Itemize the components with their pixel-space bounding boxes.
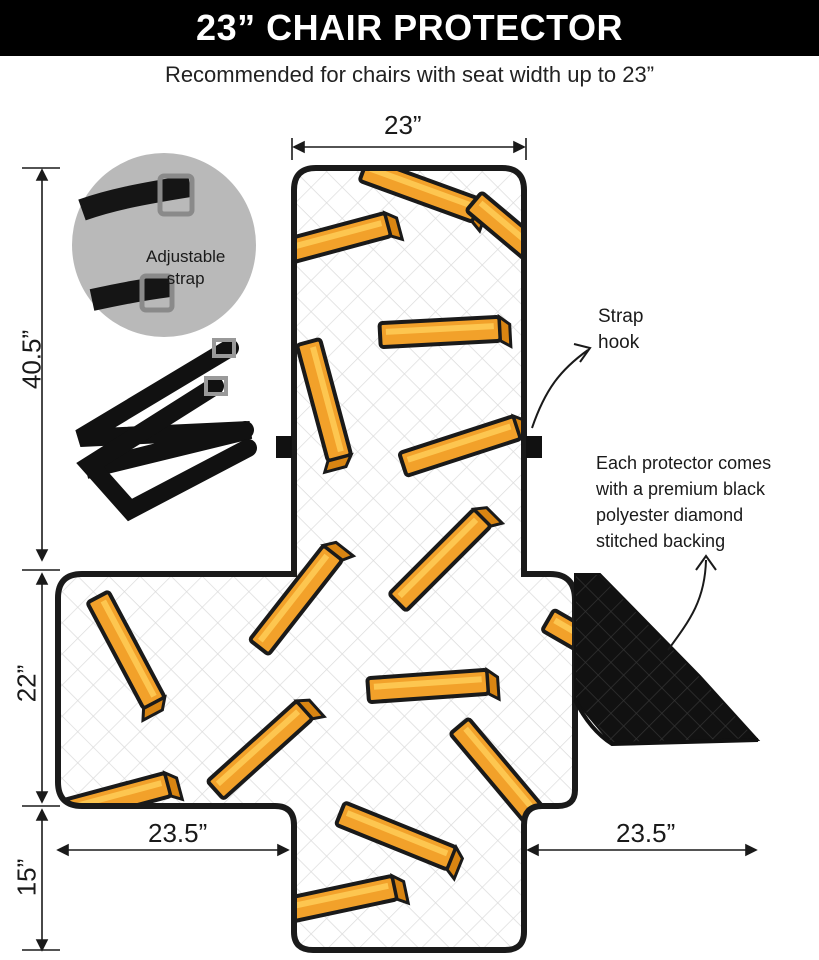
backing-fold — [573, 573, 761, 747]
strap-hook-left — [276, 436, 292, 458]
subtitle: Recommended for chairs with seat width u… — [164, 62, 655, 87]
front-flap-label: 15” — [11, 858, 42, 897]
top-width-label: 23” — [384, 110, 422, 140]
strap-icon — [75, 339, 257, 522]
backing-callout: Each protector comes with a premium blac… — [596, 453, 772, 551]
seat-depth-label: 22” — [11, 664, 42, 703]
left-arm-label: 23.5” — [148, 818, 208, 848]
dimension-lines — [22, 138, 758, 952]
strap-closeup-icon — [72, 153, 256, 337]
strap-hook-right — [526, 436, 542, 458]
page-title: 23” CHAIR PROTECTOR — [0, 0, 819, 56]
arrow-icon — [531, 343, 717, 651]
back-height-label: 40.5” — [16, 329, 47, 390]
strap-hook-callout: Strap hook — [598, 306, 644, 353]
cover-outline — [55, 165, 578, 953]
adjustable-strap-label: Adjustable strap — [146, 247, 226, 288]
right-arm-label: 23.5” — [616, 818, 676, 848]
